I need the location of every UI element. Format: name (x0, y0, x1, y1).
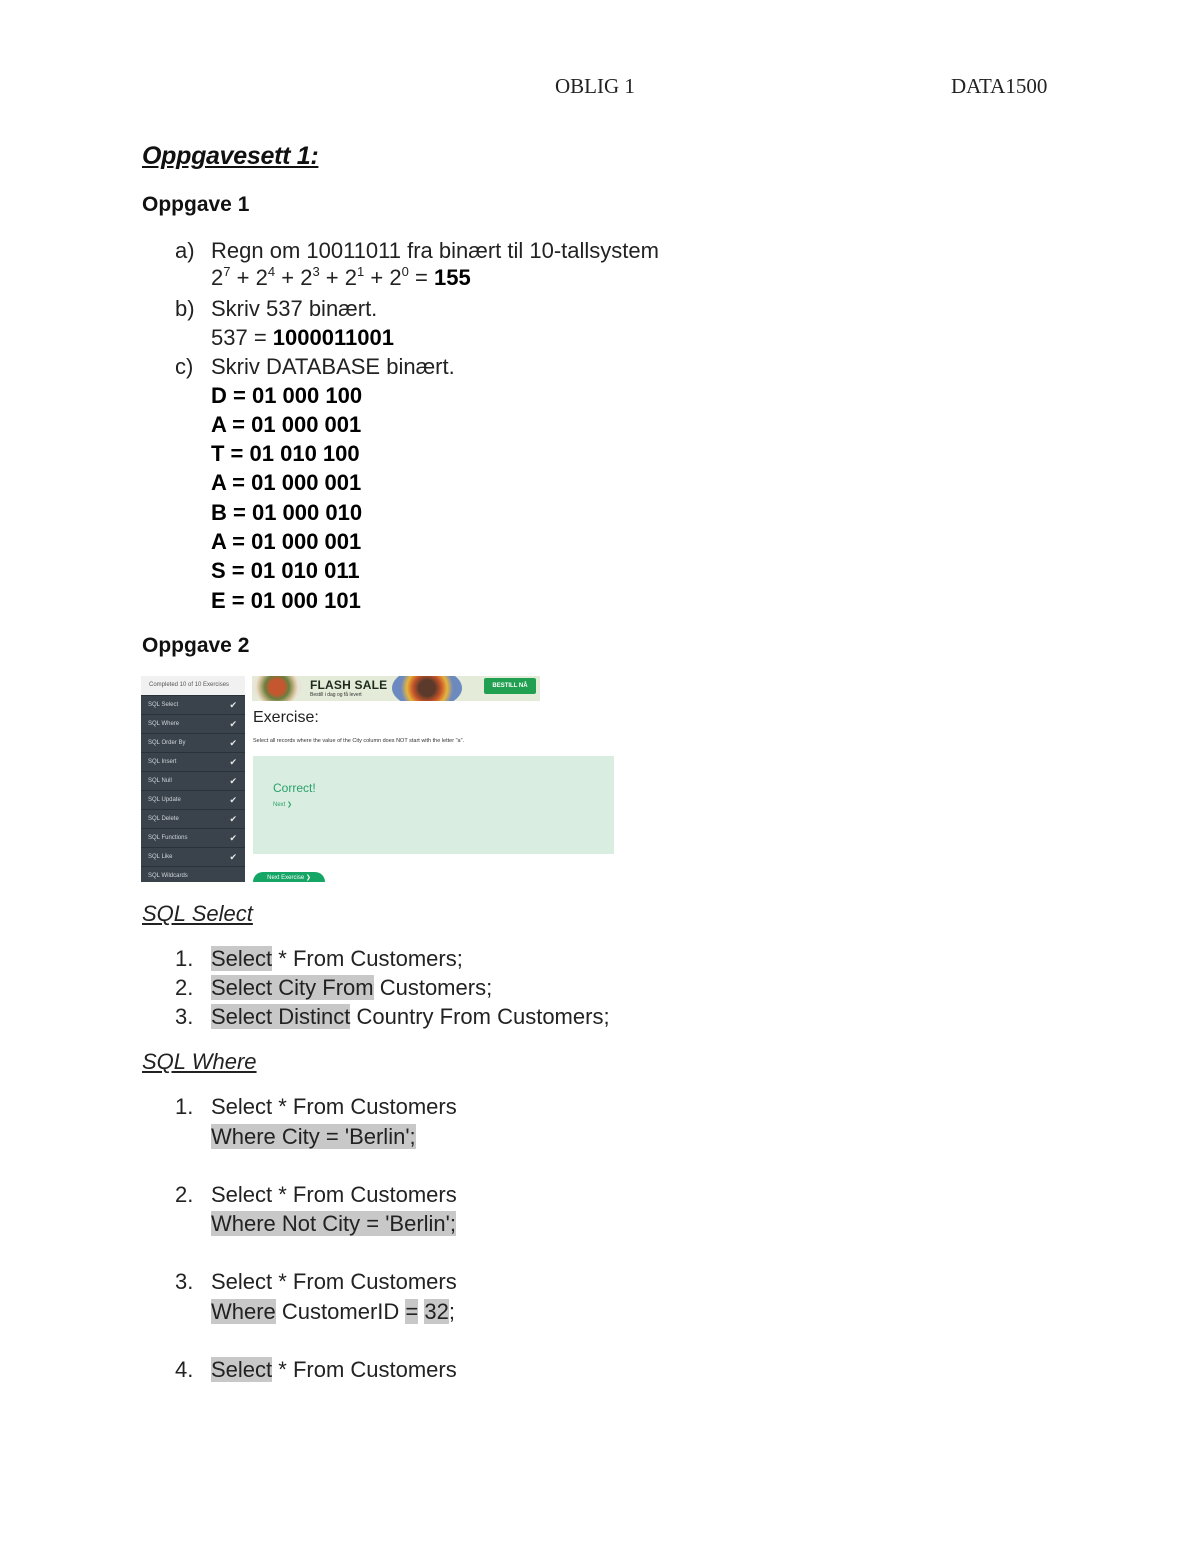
sidebar-item: SQL Order By✔ (141, 733, 245, 752)
binary-row-d: D = 01 000 100 (211, 383, 363, 408)
item-a-answer: 155 (433, 265, 471, 290)
sidebar-item: SQL Delete✔ (141, 809, 245, 828)
sidebar-item: SQL Functions✔ (141, 828, 245, 847)
binary-row-s: S = 01 010 011 (211, 558, 360, 583)
checkmark-icon: ✔ (229, 757, 237, 767)
oppgave2-heading: Oppgave 2 (142, 634, 250, 657)
list-number: 2. (175, 975, 194, 1000)
header-course-code: DATA1500 (951, 74, 1048, 98)
item-c-label: c) (175, 354, 194, 379)
exercise-description: Select all records where the value of th… (253, 738, 465, 744)
sql-select-item-2: Select City From Customers; (211, 975, 493, 1000)
sidebar-item: SQL Wildcards (141, 866, 245, 882)
sidebar-item: SQL Update✔ (141, 790, 245, 809)
sql-where-item-1-line2: Where City = 'Berlin'; (211, 1124, 416, 1149)
food-image (392, 676, 462, 701)
sidebar-item: SQL Null✔ (141, 771, 245, 790)
doc-title: Oppgavesett 1: (142, 142, 319, 170)
sql-where-item-4: Select * From Customers (211, 1357, 457, 1382)
sql-where-item-3-line1: Select * From Customers (211, 1269, 457, 1294)
sql-select-heading: SQL Select (142, 901, 253, 926)
binary-row-e: E = 01 000 101 (211, 588, 361, 613)
banner-subtitle: Bestill i dag og få levert (310, 692, 362, 698)
checkmark-icon: ✔ (229, 814, 237, 824)
item-b-answer: 1000011001 (272, 325, 394, 350)
item-b-question: Skriv 537 binært. (211, 296, 378, 321)
sql-select-item-1: Select * From Customers; (211, 946, 463, 971)
sidebar-item: SQL Where✔ (141, 714, 245, 733)
sql-where-item-2-line1: Select * From Customers (211, 1182, 457, 1207)
oppgave1-heading: Oppgave 1 (142, 193, 250, 216)
binary-row-t: T = 01 010 100 (211, 441, 360, 466)
item-c-question: Skriv DATABASE binært. (211, 354, 455, 379)
binary-row-b: B = 01 000 010 (211, 500, 363, 525)
sidebar-item: SQL Insert✔ (141, 752, 245, 771)
sql-where-item-2-line2: Where Not City = 'Berlin'; (211, 1211, 456, 1236)
list-number: 2. (175, 1182, 194, 1207)
sql-where-item-1-line1: Select * From Customers (211, 1094, 457, 1119)
header-center-title: OBLIG 1 (555, 74, 635, 98)
binary-row-a: A = 01 000 001 (211, 412, 362, 437)
next-link: Next ❯ (273, 802, 293, 808)
sql-select-item-3: Select Distinct Country From Customers; (211, 1004, 610, 1029)
next-exercise-button: Next Exercise ❯ (253, 872, 325, 882)
sql-where-item-3-line2: Where CustomerID = 32; (211, 1299, 455, 1324)
binary-row-a: A = 01 000 001 (211, 470, 362, 495)
exercise-sidebar: Completed 10 of 10 Exercises SQL Select✔… (141, 676, 245, 882)
checkmark-icon: ✔ (229, 833, 237, 843)
list-number: 1. (175, 1094, 194, 1119)
list-number: 1. (175, 946, 194, 971)
list-number: 4. (175, 1357, 194, 1382)
checkmark-icon: ✔ (229, 719, 237, 729)
embedded-exercise-screenshot: Completed 10 of 10 Exercises SQL Select✔… (141, 676, 625, 882)
binary-row-a: A = 01 000 001 (211, 529, 362, 554)
item-b-label: b) (175, 296, 195, 321)
checkmark-icon: ✔ (229, 795, 237, 805)
exercise-title: Exercise: (253, 709, 319, 726)
sidebar-progress-text: Completed 10 of 10 Exercises (141, 676, 245, 695)
item-a-answer-line: 27 + 24 + 23 + 21 + 20 = 155 (211, 264, 471, 290)
item-a-label: a) (175, 238, 195, 263)
sidebar-item: SQL Like✔ (141, 847, 245, 866)
sql-where-heading: SQL Where (142, 1049, 257, 1074)
correct-message: Correct! (273, 781, 316, 795)
banner-order-button: BESTILL NÅ (484, 678, 536, 694)
item-a-question: Regn om 10011011 fra binært til 10-talls… (211, 238, 659, 263)
flash-sale-ad-banner: FLASH SALE Bestill i dag og få levert BE… (252, 676, 540, 701)
checkmark-icon: ✔ (229, 700, 237, 710)
food-image (252, 676, 302, 701)
checkmark-icon: ✔ (229, 852, 237, 862)
list-number: 3. (175, 1269, 194, 1294)
checkmark-icon: ✔ (229, 776, 237, 786)
list-number: 3. (175, 1004, 194, 1029)
checkmark-icon: ✔ (229, 738, 237, 748)
item-b-answer-line: 537 = 1000011001 (211, 325, 394, 350)
banner-title: FLASH SALE (310, 678, 388, 692)
sidebar-item: SQL Select✔ (141, 695, 245, 714)
correct-result-box: Correct! Next ❯ (253, 756, 614, 854)
